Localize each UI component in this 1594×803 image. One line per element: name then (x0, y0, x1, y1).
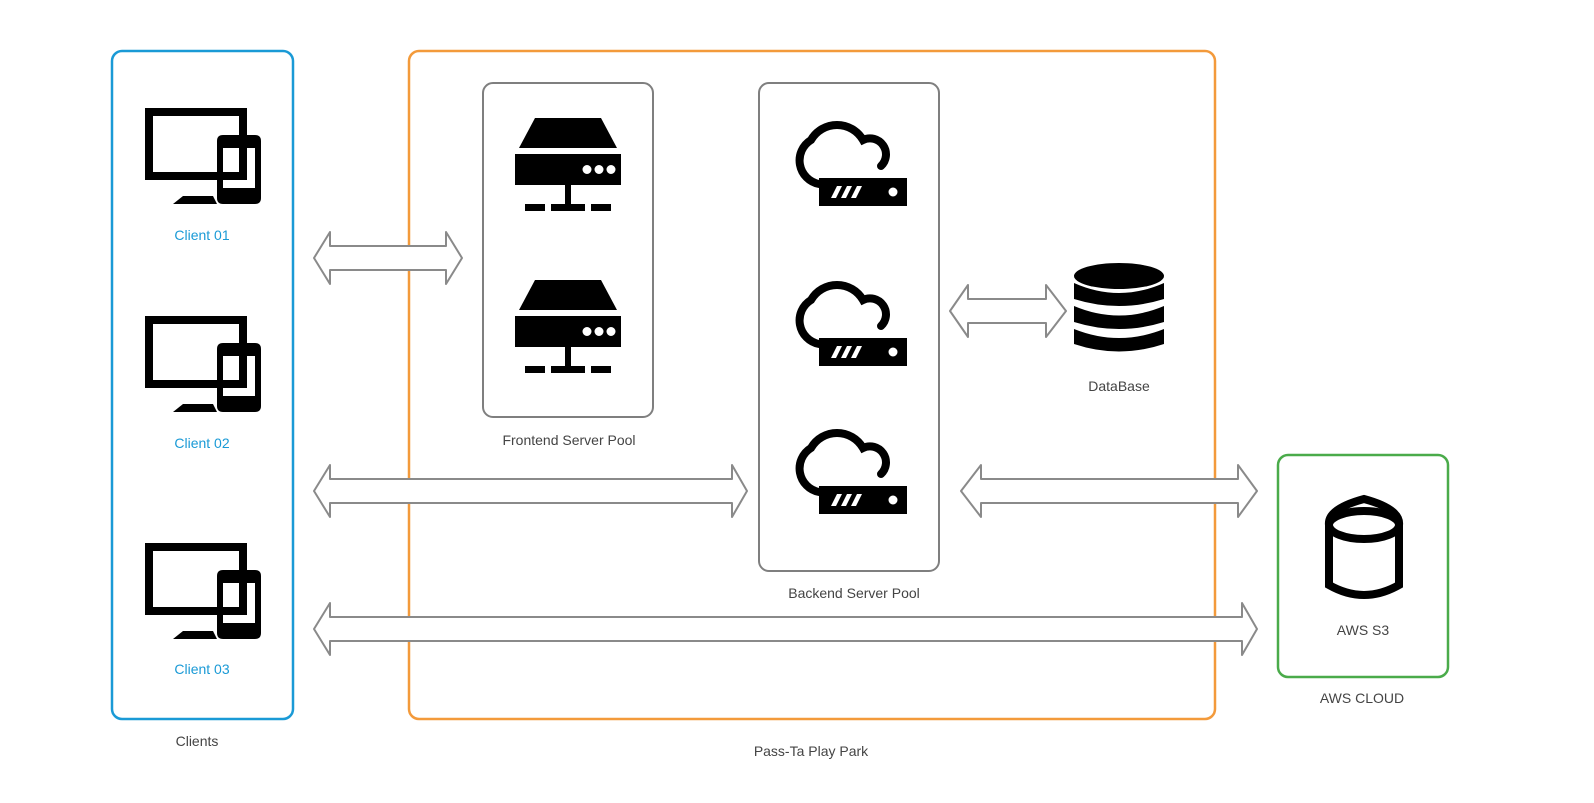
client-01-label: Client 01 (174, 227, 229, 243)
park-group-label: Pass-Ta Play Park (754, 743, 869, 759)
bidirectional-arrow (313, 602, 1258, 656)
aws-s3-label: AWS S3 (1337, 622, 1390, 638)
frontend-server-2-icon (515, 280, 621, 373)
aws-cloud-group (1276, 453, 1450, 679)
client-03-icon (145, 543, 261, 639)
bidirectional-arrow (313, 464, 748, 518)
clients-group (110, 49, 295, 721)
client-02-label: Client 02 (174, 435, 229, 451)
bidirectional-arrow (960, 464, 1258, 518)
backend-server-3-icon (800, 433, 907, 514)
backend-server-1-icon (800, 125, 907, 206)
clients-group-label: Clients (176, 733, 219, 749)
client-02-icon (145, 316, 261, 412)
frontend-server-1-icon (515, 118, 621, 211)
park-group (407, 49, 1217, 721)
frontend-pool-group (482, 82, 654, 418)
aws-cloud-label: AWS CLOUD (1320, 690, 1404, 706)
database-label: DataBase (1088, 378, 1150, 394)
backend-pool-group (758, 82, 940, 572)
database-icon (1074, 263, 1164, 352)
client-03-label: Client 03 (174, 661, 229, 677)
frontend-pool-label: Frontend Server Pool (502, 432, 635, 448)
bidirectional-arrow (949, 284, 1067, 338)
storage-bucket-icon (1329, 499, 1399, 595)
backend-server-2-icon (800, 285, 907, 366)
backend-pool-label: Backend Server Pool (788, 585, 920, 601)
bidirectional-arrow (313, 231, 463, 285)
client-01-icon (145, 108, 261, 204)
